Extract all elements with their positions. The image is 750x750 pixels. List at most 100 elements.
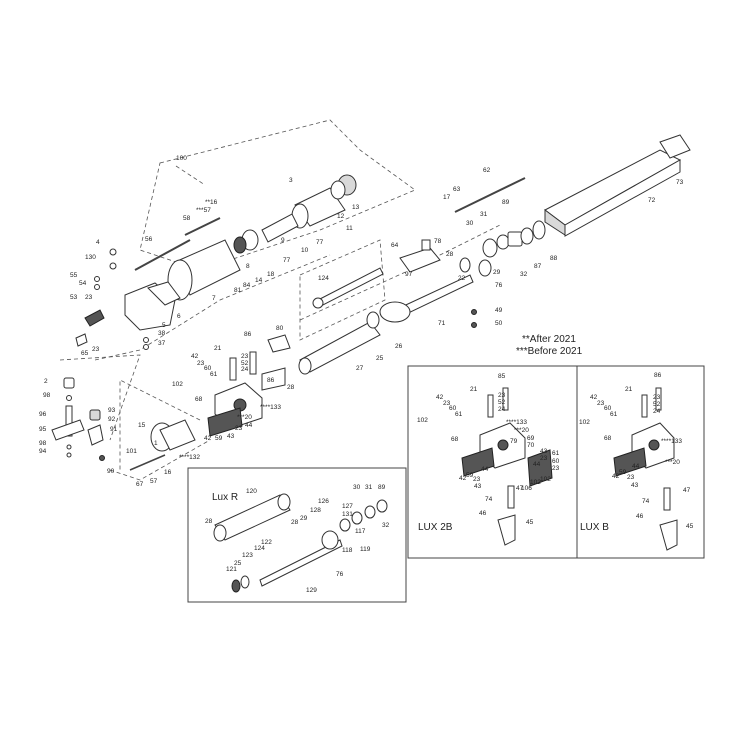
callout-c95: 95	[39, 426, 47, 433]
callout-c86b: 86	[267, 377, 275, 384]
callout-c61: 61	[210, 371, 218, 378]
callout-c94: 94	[39, 448, 47, 455]
callout-c130: 130	[85, 254, 96, 261]
callout-c27: 27	[356, 365, 364, 372]
callout-c78: 78	[434, 238, 442, 245]
callout-c102c: 102	[540, 476, 551, 483]
callout-c57b: 57	[150, 478, 158, 485]
note-after-2021: **After 2021	[522, 334, 576, 345]
callout-c43d: 43	[631, 482, 639, 489]
callout-c68: 68	[195, 396, 203, 403]
callout-c9: 9	[281, 237, 285, 244]
callout-c23d: 23	[241, 353, 249, 360]
callout-c60c: 60	[552, 458, 560, 465]
lux-r-inset-frame	[187, 467, 407, 603]
callout-c28a: 28	[446, 251, 454, 258]
callout-c91: 91	[110, 426, 118, 433]
callout-c96: 96	[39, 411, 47, 418]
callout-c5: 5	[162, 322, 166, 329]
lux-r-parts	[213, 493, 388, 593]
callout-c59c: 59	[619, 469, 627, 476]
callout-c8: 8	[246, 263, 250, 270]
base-parts	[51, 377, 196, 471]
callout-c20b: ***20	[514, 427, 529, 434]
callout-c59: 59	[215, 435, 223, 442]
callout-c25b: 25	[234, 560, 242, 567]
callout-c129: 129	[306, 587, 317, 594]
callout-c15: 15	[138, 422, 146, 429]
callout-c1: 1	[154, 440, 158, 447]
callout-c79: 79	[510, 438, 518, 445]
callout-c45a: 45	[526, 519, 534, 526]
callout-c30b: 30	[353, 484, 361, 491]
callout-c58: 58	[183, 215, 191, 222]
callout-c53: 53	[70, 294, 78, 301]
callout-c106: 106	[521, 485, 532, 492]
callout-c46b: 46	[636, 513, 644, 520]
callout-c44a: 44	[245, 422, 253, 429]
callout-c102b: 102	[417, 417, 428, 424]
callout-c24b: 24	[498, 406, 506, 413]
callout-c60b: 60	[449, 405, 457, 412]
callout-c119: 119	[360, 546, 371, 553]
lux-b-inset-frame	[407, 365, 705, 559]
callout-c2: 2	[44, 378, 48, 385]
callout-c60: 60	[204, 365, 212, 372]
gearbox-main	[207, 334, 291, 437]
callout-c89: 89	[502, 199, 510, 206]
callout-c23k: 23	[597, 400, 605, 407]
callout-c92: 92	[108, 416, 116, 423]
callout-c23c: 23	[197, 360, 205, 367]
callout-c44d: 44	[632, 463, 640, 470]
callout-c42b: 42	[204, 435, 212, 442]
callout-c10: 10	[301, 247, 309, 254]
callout-c81: 81	[234, 287, 242, 294]
callout-c98a: 98	[43, 392, 51, 399]
callout-c14: 14	[255, 277, 263, 284]
callout-c23j: 23	[473, 476, 481, 483]
callout-c45b: 45	[686, 523, 694, 530]
callout-c43c: 43	[474, 483, 482, 490]
callout-c26: 26	[395, 343, 403, 350]
callout-c60d: 60	[604, 405, 612, 412]
tube-72	[454, 134, 691, 237]
callout-c23l: 23	[653, 394, 661, 401]
callout-c93: 93	[108, 407, 116, 414]
callout-c52: 52	[241, 360, 249, 367]
callout-c124a: 124	[318, 275, 329, 282]
callout-c77b: 77	[283, 257, 291, 264]
callout-c62: 62	[483, 167, 491, 174]
callout-c21a: 21	[214, 345, 222, 352]
callout-c121: 121	[226, 566, 237, 573]
callout-c68b: 68	[451, 436, 459, 443]
callout-c23h: 23	[540, 455, 548, 462]
callout-c65: 65	[81, 350, 89, 357]
callout-c54: 54	[79, 280, 87, 287]
callout-c126: 126	[318, 498, 329, 505]
callout-c56: 56	[145, 236, 153, 243]
callout-c133c: ****133	[661, 438, 682, 445]
callout-c88: 88	[550, 255, 558, 262]
callout-c16a: **16	[205, 199, 218, 206]
callout-c44b: 44	[533, 461, 541, 468]
callout-c128: 128	[310, 507, 321, 514]
callout-c44c: 44	[481, 466, 489, 473]
callout-c46a: 46	[479, 510, 487, 517]
callout-c28b: 28	[287, 384, 295, 391]
callout-labels: 100313121177107798181484817***57**165856…	[39, 155, 694, 594]
callout-c61d: 61	[610, 411, 618, 418]
inset-title-lux-b: LUX B	[580, 522, 609, 533]
callout-c90: 90	[107, 468, 115, 475]
callout-c28c: 28	[205, 518, 213, 525]
motor-assembly	[134, 174, 357, 301]
callout-c42c: 42	[436, 394, 444, 401]
callout-c43a: 43	[227, 433, 235, 440]
callout-c69: 69	[527, 435, 535, 442]
callout-c55: 55	[70, 272, 78, 279]
callout-c11: 11	[346, 225, 353, 232]
callout-c32b: 32	[382, 522, 390, 529]
callout-c120: 120	[246, 488, 257, 495]
callout-c37: 37	[158, 340, 166, 347]
callout-c77a: 77	[316, 239, 324, 246]
